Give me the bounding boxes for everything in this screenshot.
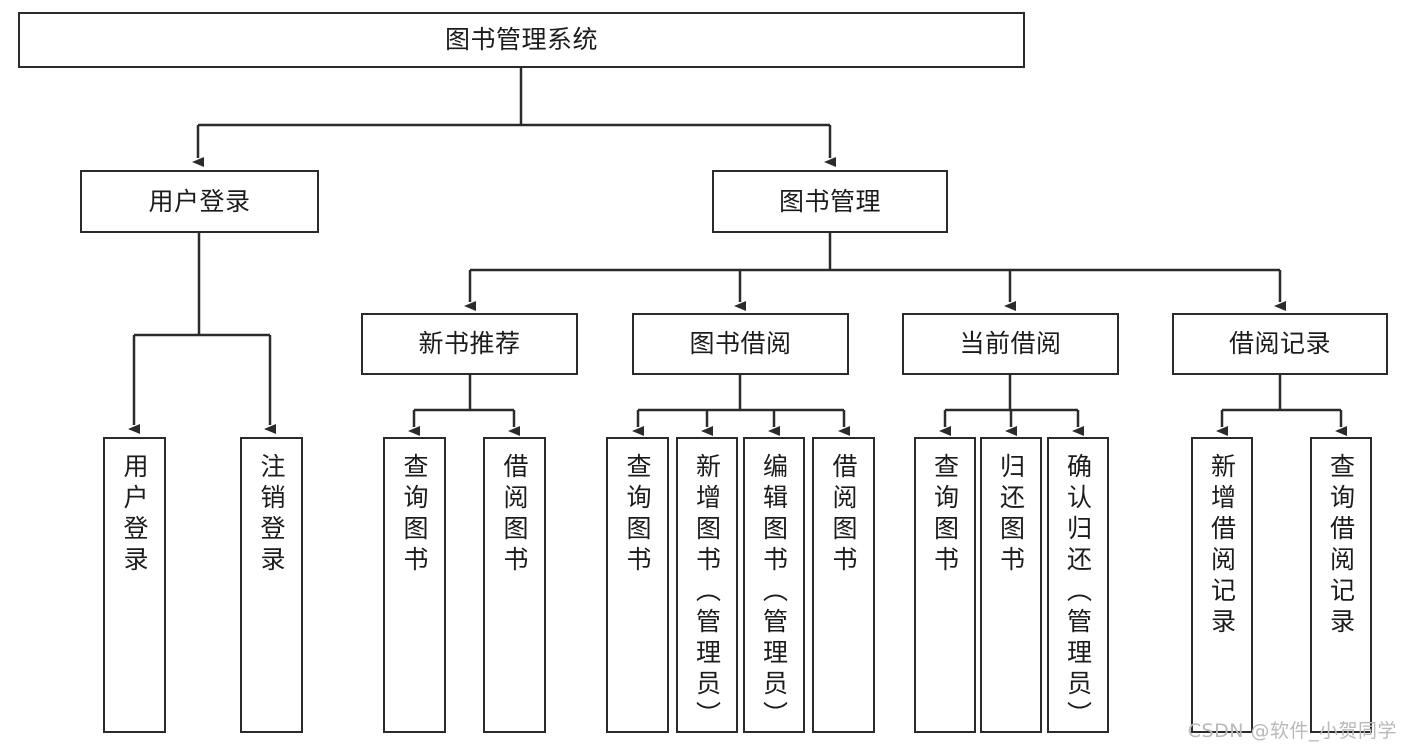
- node-leaf-return-book[interactable]: 归还图书: [980, 437, 1042, 733]
- node-label: 新增图书（管理员）: [692, 453, 722, 732]
- node-label: 用户登录: [148, 186, 251, 216]
- node-label: 新书推荐: [418, 329, 521, 358]
- node-label: 借阅图书: [500, 453, 529, 577]
- node-borrow-record[interactable]: 借阅记录: [1172, 313, 1388, 375]
- node-leaf-borrow-book-1[interactable]: 借阅图书: [483, 437, 546, 733]
- watermark: CSDN @软件_小贺同学: [1187, 720, 1397, 742]
- node-leaf-query-borrow-record[interactable]: 查询借阅记录: [1310, 437, 1372, 733]
- node-label: 查询图书: [400, 453, 429, 577]
- node-leaf-edit-book[interactable]: 编辑图书（管理员）: [743, 437, 805, 733]
- node-book-borrow[interactable]: 图书借阅: [632, 313, 849, 375]
- node-label: 注销登录: [257, 453, 286, 577]
- node-leaf-user-logout[interactable]: 注销登录: [240, 437, 303, 733]
- node-label: 查询借阅记录: [1326, 453, 1356, 639]
- node-current-borrow[interactable]: 当前借阅: [902, 313, 1119, 375]
- node-leaf-add-borrow-record[interactable]: 新增借阅记录: [1191, 437, 1253, 733]
- node-label: 确认归还（管理员）: [1063, 453, 1093, 732]
- node-root-book-management-system[interactable]: 图书管理系统: [18, 12, 1025, 68]
- node-leaf-add-book[interactable]: 新增图书（管理员）: [676, 437, 738, 733]
- node-label: 图书借阅: [689, 329, 792, 358]
- node-leaf-query-book-3[interactable]: 查询图书: [914, 437, 976, 733]
- node-label: 图书管理系统: [444, 25, 598, 54]
- node-label: 用户登录: [120, 453, 149, 577]
- node-label: 编辑图书（管理员）: [759, 453, 789, 732]
- node-leaf-query-book-1[interactable]: 查询图书: [383, 437, 446, 733]
- node-leaf-query-book-2[interactable]: 查询图书: [606, 437, 669, 733]
- node-new-book-recommend[interactable]: 新书推荐: [361, 313, 578, 375]
- node-label: 查询图书: [623, 453, 652, 577]
- node-label: 查询图书: [930, 453, 960, 577]
- node-user-login[interactable]: 用户登录: [80, 170, 319, 233]
- node-label: 图书管理: [778, 186, 881, 216]
- node-leaf-user-login[interactable]: 用户登录: [103, 437, 166, 733]
- node-leaf-borrow-book-2[interactable]: 借阅图书: [812, 437, 875, 733]
- node-label: 当前借阅: [959, 329, 1062, 358]
- node-book-management[interactable]: 图书管理: [712, 170, 948, 233]
- node-label: 借阅图书: [829, 453, 858, 577]
- node-label: 借阅记录: [1228, 329, 1331, 358]
- node-label: 新增借阅记录: [1207, 453, 1237, 639]
- node-leaf-confirm-return[interactable]: 确认归还（管理员）: [1047, 437, 1109, 733]
- node-label: 归还图书: [996, 453, 1026, 577]
